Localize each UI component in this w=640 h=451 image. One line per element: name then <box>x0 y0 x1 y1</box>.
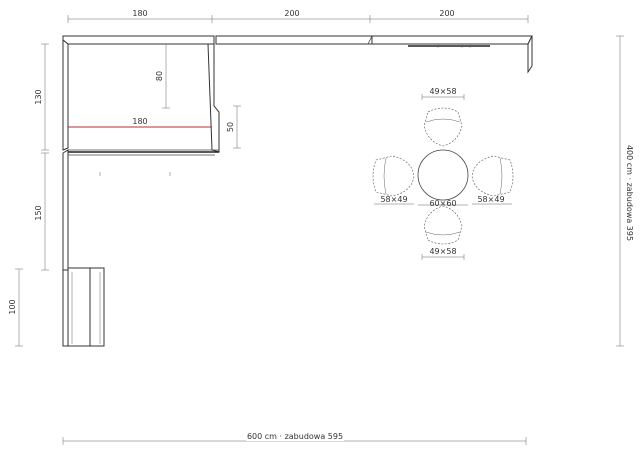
chair-top-label: 49×58 <box>429 87 456 96</box>
top-dimension-1: 180 <box>132 9 147 18</box>
chair-left: 58×49 <box>372 155 415 205</box>
inner-dimensions: 80 180 50 <box>68 44 241 149</box>
left-dimension-1: 130 <box>34 89 43 104</box>
chair-right-label: 58×49 <box>477 195 504 204</box>
inner-width-dimension: 180 <box>132 117 147 126</box>
table-label: 60×60 <box>429 199 456 208</box>
chair-right: 58×49 <box>471 155 514 205</box>
left-dimension-3: 100 <box>8 299 17 314</box>
overall-dimensions: 600 cm · zabudowa 595 400 cm · zabudowa … <box>62 35 634 445</box>
top-dimension-3: 200 <box>439 9 454 18</box>
chair-bottom-label: 49×58 <box>429 247 456 256</box>
round-table: 60×60 <box>417 149 469 208</box>
overall-width-label: 600 cm · zabudowa 595 <box>247 432 343 441</box>
kitchen-cabinets <box>62 35 533 347</box>
left-dimension-2: 150 <box>34 205 43 220</box>
top-dimension-2: 200 <box>284 9 299 18</box>
overall-height-label: 400 cm · zabudowa 395 <box>625 145 634 241</box>
chair-bottom: 49×58 <box>421 205 465 260</box>
dining-set: 49×58 58×49 60×60 58×49 <box>372 87 514 260</box>
side-depth-dimension: 50 <box>226 122 235 132</box>
chair-left-label: 58×49 <box>380 195 407 204</box>
inner-height-dimension: 80 <box>155 71 164 81</box>
left-dimension-chain: 130 150 100 <box>8 43 49 347</box>
top-dimension-chain: 180 200 200 <box>67 9 529 23</box>
chair-top: 49×58 <box>421 87 465 147</box>
